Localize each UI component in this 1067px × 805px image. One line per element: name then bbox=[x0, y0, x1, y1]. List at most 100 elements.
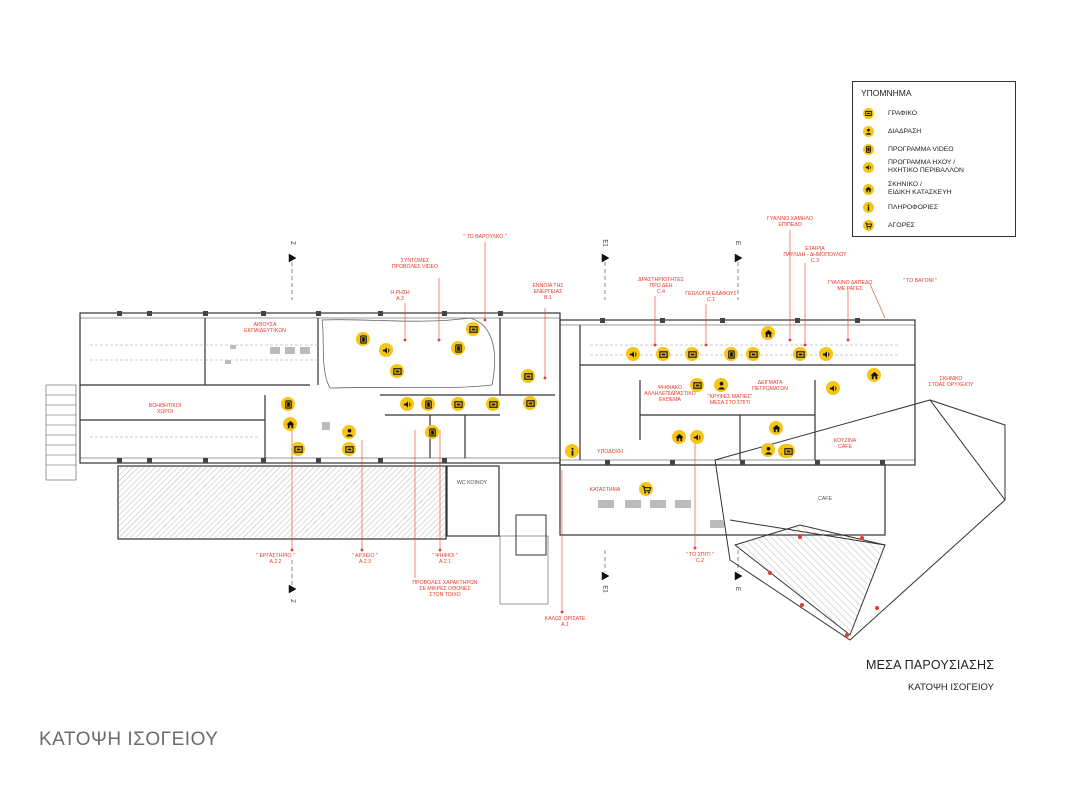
furniture bbox=[225, 345, 724, 528]
label-vagoni: " ΤΟ ΒΑΓΟΝΙ " bbox=[902, 278, 938, 284]
graphic-icon bbox=[685, 347, 699, 361]
label-mine-stage: ΣΚΗΝΙΚΟ ΣΤΟΑΣ ΟΡΥΧΕΙΟΥ bbox=[928, 376, 974, 388]
legend-item-video: ΠΡΟΓΡΑΜΜΑ VIDEO bbox=[863, 144, 954, 155]
label-rhsh: Η ΡΗΣΗ A.3 bbox=[390, 290, 410, 302]
exhibition-hall-outline bbox=[321, 317, 496, 389]
label-digital-exhibit: ΨΗΦΙΑΚΟ ΑΛΛΗΛΕΠΙΔΡΑΣΤΙΚΟ ΕΚΘΕΜΑ bbox=[644, 385, 696, 403]
video-icon bbox=[451, 341, 465, 355]
graphic-icon bbox=[486, 397, 500, 411]
label-digital: " ΨΗΦΙΟΙ " A.2.1 bbox=[432, 553, 458, 565]
label-activities: ΔΡΑΣΤΗΡΙΟΤΗΤΕΣ ΠΡΟ ΔΕΗ C.4 bbox=[638, 277, 684, 295]
legend-item-label: ΓΡΑΦΙΚΟ bbox=[888, 109, 918, 117]
speaker-icon bbox=[863, 161, 874, 173]
legend-item-label: ΠΛΗΡΟΦΟΡΙΕΣ bbox=[888, 203, 939, 211]
house-icon bbox=[769, 421, 783, 435]
section-label-e1-bottom: Ε1 bbox=[601, 585, 608, 593]
legend-item-info: ΠΛΗΡΟΦΟΡΙΕΣ bbox=[863, 202, 938, 213]
speaker-icon bbox=[826, 381, 840, 395]
label-cafe-kitchen: ΚΟΥΖΙΝΑ CAFE bbox=[833, 438, 857, 450]
graphic-icon bbox=[746, 347, 760, 361]
annotation-leaders bbox=[291, 230, 886, 612]
section-label-e1-top: Ε1 bbox=[601, 239, 608, 247]
graphic-icon bbox=[390, 364, 404, 378]
video-icon bbox=[863, 144, 874, 155]
graphic-icon bbox=[342, 442, 356, 456]
video-icon bbox=[724, 347, 738, 361]
graphic-icon bbox=[523, 396, 537, 410]
legend-box: ΥΠΟΜΝΗΜΑ ΓΡΑΦΙΚΟ ΔΙΑΔΡΑΣΗ ΠΡΟΓΡΑΜΜΑ VIDE… bbox=[852, 81, 1016, 237]
label-teachers-room: ΑΙΘΟΥΣΑ ΕΚΠΑΙΔΕΥΤΙΚΩΝ bbox=[244, 322, 286, 334]
video-icon bbox=[425, 425, 439, 439]
graphic-icon bbox=[451, 397, 465, 411]
annotation-dots bbox=[290, 318, 879, 637]
person-icon bbox=[714, 378, 728, 392]
legend-item-label: ΠΡΟΓΡΑΜΜΑ ΗΧΟΥ / ΗΧΗΤΙΚΟ ΠΕΡΙΒΑΛΛΟΝ bbox=[888, 159, 964, 174]
legend-item-label: ΑΓΟΡΕΣ bbox=[888, 221, 915, 229]
house-icon bbox=[283, 417, 297, 431]
video-icon bbox=[356, 332, 370, 346]
hatched-zone bbox=[119, 467, 445, 538]
label-energy: ΕΝΝΟΙΑ ΤΗΣ ΕΝΕΡΓΕΙΑΣ B.1 bbox=[532, 283, 564, 301]
legend-item-interaction: ΔΙΑΔΡΑΣΗ bbox=[863, 126, 921, 137]
house-icon bbox=[761, 326, 775, 340]
label-workshop: " ΕΡΓΑΣΤΗΡΙΟ " A.2.2 bbox=[256, 553, 295, 565]
column-grid bbox=[117, 311, 885, 465]
house-icon bbox=[672, 430, 686, 444]
dashed-guides bbox=[90, 344, 900, 438]
label-company: ΕΤΑΙΡΙΑ ΠΑΥΛΙΔΗ - ΔΗΜΟΠΟΥΛΟΥ C.3 bbox=[783, 246, 847, 264]
video-icon bbox=[281, 397, 295, 411]
graphic-icon bbox=[291, 442, 305, 456]
page-footer-title: ΚΑΤΟΨΗ ΙΣΟΓΕΙΟΥ bbox=[39, 729, 219, 750]
section-label-e-bottom: Ε bbox=[734, 586, 741, 592]
speaker-icon bbox=[400, 397, 414, 411]
speaker-icon bbox=[626, 347, 640, 361]
legend-item-label: ΠΡΟΓΡΑΜΜΑ VIDEO bbox=[888, 145, 954, 153]
label-geology: ΓΕΩΛΟΓΙΑ ΕΔΑΦΟΥΣ C.1 bbox=[685, 291, 737, 303]
cart-icon bbox=[863, 220, 874, 231]
graphic-icon bbox=[521, 369, 535, 383]
cafe-wedge bbox=[714, 399, 1006, 641]
label-aux-rooms: ΒΟΗΘΗΤΙΚΟΙ ΧΩΡΟΙ bbox=[148, 403, 182, 415]
label-glass-low: ΓΥΑΛΙΝΟ ΧΑΜΗΛΟ ΕΠΙΠΕΔΟ bbox=[767, 216, 813, 228]
speaker-icon bbox=[690, 430, 704, 444]
legend-item-shopping: ΑΓΟΡΕΣ bbox=[863, 220, 915, 231]
section-label-z-bottom: Ζ bbox=[288, 599, 295, 603]
graphic-icon bbox=[863, 108, 874, 119]
label-archive: " ΑΡΧΕΙΟ " A.2.3 bbox=[352, 553, 378, 565]
person-icon bbox=[863, 126, 874, 137]
label-welcome: ΚΑΛΩΣ ΟΡΙΣΑΤΕ A.1 bbox=[544, 616, 586, 628]
graphic-icon bbox=[793, 347, 807, 361]
graphic-icon bbox=[466, 322, 480, 336]
legend-item-label: ΔΙΑΔΡΑΣΗ bbox=[888, 127, 922, 135]
label-character-projections: ΠΡΟΒΟΛΕΣ ΧΑΡΑΚΤΗΡΩΝ ΣΕ ΜΙΚΡΕΣ ΟΘΟΝΕΣ ΣΤΟ… bbox=[412, 580, 478, 598]
legend-item-scenery: ΣΚΗΝΙΚΟ / ΕΙΔΙΚΗ ΚΑΤΑΣΚΕΥΗ bbox=[863, 181, 952, 197]
label-hidden-looks: "ΚΡΥΦΕΣ ΜΑΤΙΕΣ" ΜΕΣΑ ΣΤΟ ΣΠΙΤΙ bbox=[707, 394, 753, 406]
person-icon bbox=[761, 443, 775, 457]
legend-item-graphic: ΓΡΑΦΙΚΟ bbox=[863, 108, 917, 119]
graphic-icon bbox=[690, 378, 704, 392]
label-cafe: CAFE bbox=[818, 496, 832, 502]
drawing-subtitle: ΚΑΤΟΨΗ ΙΣΟΓΕΙΟΥ bbox=[908, 682, 994, 693]
section-label-z-top: Ζ bbox=[288, 241, 295, 245]
info-icon bbox=[565, 444, 579, 458]
speaker-icon bbox=[379, 343, 393, 357]
label-short-videos: ΣΥΝΤΟΜΕΣ ΠΡΟΒΟΛΕΣ VIDEO bbox=[391, 258, 439, 270]
section-markers bbox=[288, 253, 743, 594]
graphic-icon bbox=[656, 347, 670, 361]
label-reception: ΥΠΟΔΟΧΗ bbox=[597, 449, 623, 455]
speaker-icon bbox=[819, 347, 833, 361]
section-label-e-top: Ε bbox=[734, 240, 741, 246]
info-icon bbox=[863, 202, 874, 213]
label-rock-samples: ΔΕΙΓΜΑΤΑ ΠΕΤΡΩΜΑΤΩΝ bbox=[752, 380, 788, 392]
cart-icon bbox=[639, 482, 653, 496]
label-varoulko: " ΤΟ ΒΑΡΟΥΛΚΟ " bbox=[463, 234, 507, 240]
legend-title: ΥΠΟΜΝΗΜΑ bbox=[861, 88, 912, 98]
video-icon bbox=[421, 397, 435, 411]
label-glass-floor: ΓΥΑΛΙΝΟ ΔΑΠΕΔΟ ΜΕ ΡΑΓΕΣ bbox=[827, 280, 873, 292]
house-icon bbox=[867, 368, 881, 382]
legend-item-sound: ΠΡΟΓΡΑΜΜΑ ΗΧΟΥ / ΗΧΗΤΙΚΟ ΠΕΡΙΒΑΛΛΟΝ bbox=[863, 159, 964, 175]
label-the-house: " ΤΟ ΣΠΙΤΙ " C.2 bbox=[685, 552, 715, 564]
graphic-icon bbox=[781, 444, 795, 458]
drawing-title: ΜΕΣΑ ΠΑΡΟΥΣΙΑΣΗΣ bbox=[866, 658, 995, 672]
label-shop: ΚΑΤΑΣΤΗΜΑ bbox=[589, 487, 621, 493]
